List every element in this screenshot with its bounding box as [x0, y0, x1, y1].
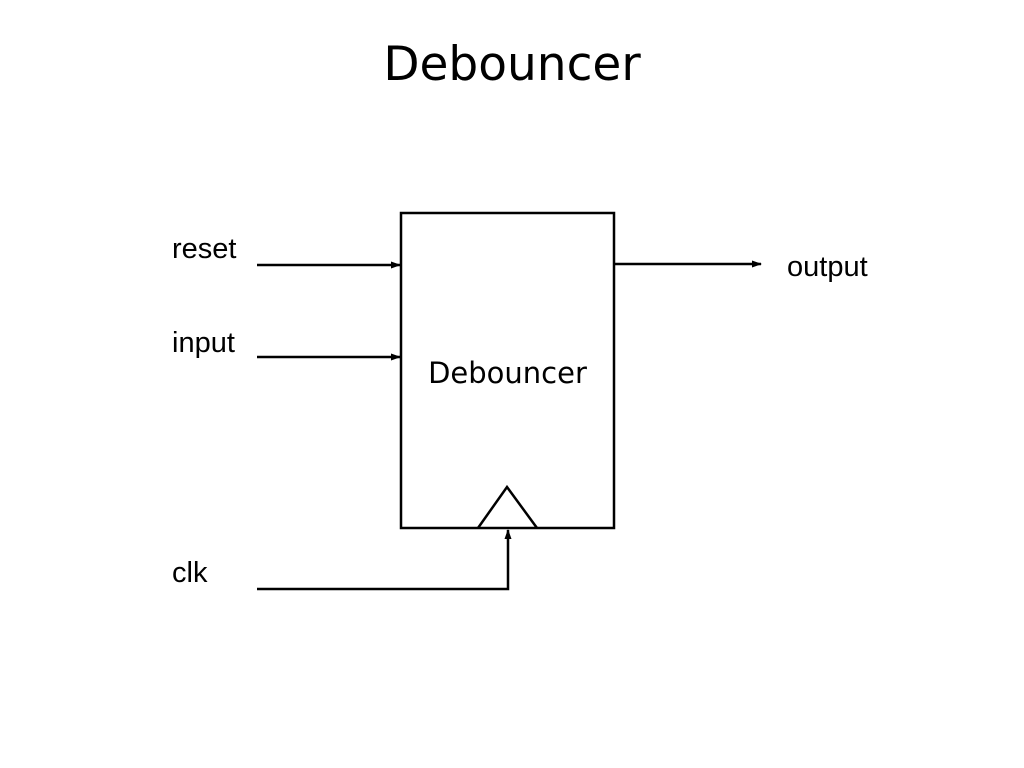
output-port-label: output [787, 251, 868, 283]
clk-port-label: clk [172, 557, 208, 589]
clock-edge-triangle [476, 484, 539, 529]
clk-arrow [257, 529, 512, 591]
debouncer-block [399, 211, 616, 530]
debouncer-block-label: Debouncer [428, 356, 587, 390]
slide-title: Debouncer [383, 37, 641, 92]
input-port-label: input [172, 327, 235, 359]
reset-port-label: reset [172, 233, 237, 265]
